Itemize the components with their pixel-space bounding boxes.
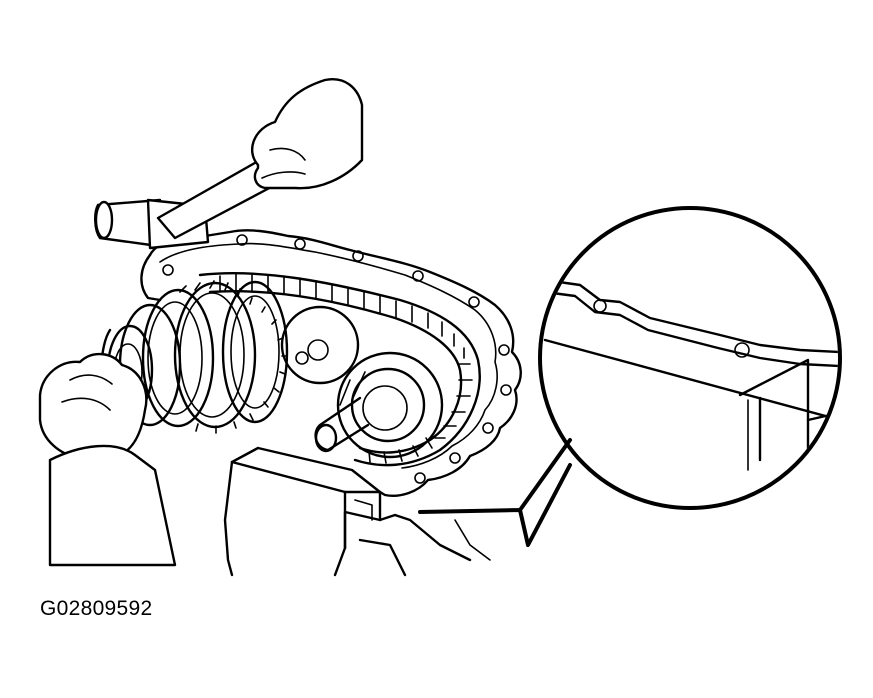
figure-code: G02809592 — [40, 597, 153, 620]
drive-chain — [198, 271, 481, 467]
upper-hand — [250, 78, 364, 190]
center-gear — [280, 305, 360, 385]
output-shaft — [295, 339, 444, 459]
lower-hand — [38, 352, 177, 567]
detail-callout — [418, 206, 842, 547]
case-housing — [140, 229, 522, 497]
hammer — [94, 158, 277, 250]
